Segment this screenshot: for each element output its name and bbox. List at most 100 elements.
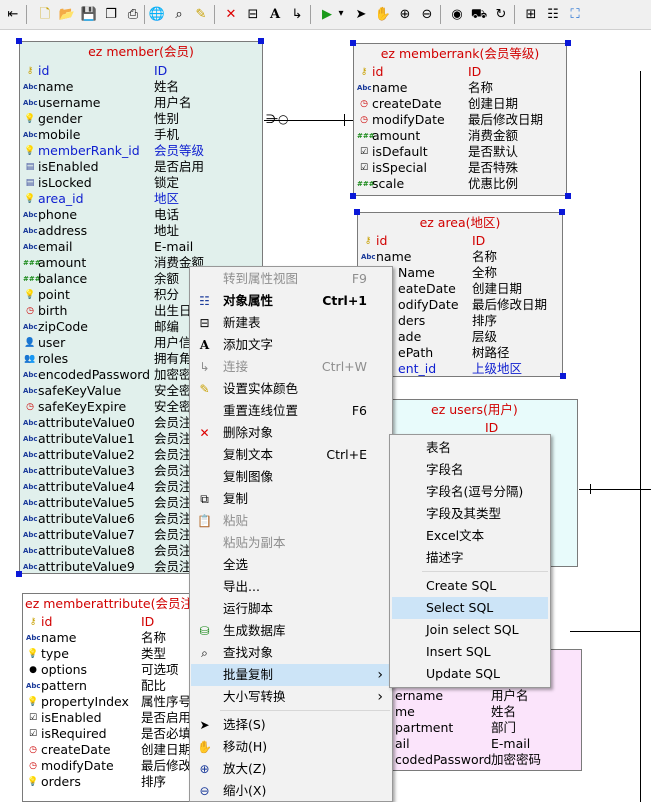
properties-icon[interactable]: ☷ — [547, 6, 559, 22]
menu-item-删除对象[interactable]: ✕删除对象 — [191, 422, 391, 444]
selection-handle[interactable] — [559, 209, 565, 215]
dropdown-icon[interactable]: ▾ — [338, 8, 344, 19]
submenu-item-Insert-SQL[interactable]: Insert SQL — [392, 641, 548, 663]
menu-item-选择-S[interactable]: ➤选择(S) — [191, 714, 391, 736]
print-icon[interactable]: ⎙ — [127, 6, 139, 22]
submenu-item-字段及其类型[interactable]: 字段及其类型 — [392, 503, 548, 525]
eye-icon[interactable]: ◉ — [451, 6, 463, 22]
new-icon[interactable]: 🗋 — [39, 6, 51, 22]
delete-icon[interactable]: ✕ — [225, 6, 237, 22]
add-table-icon[interactable]: ⊞ — [525, 6, 537, 22]
menu-item-缩小-X[interactable]: ⊖缩小(X) — [191, 780, 391, 802]
menu-item-复制[interactable]: ⧉复制 — [191, 488, 391, 510]
selection-handle[interactable] — [560, 373, 566, 379]
submenu-item-字段名-逗号分隔[interactable]: 字段名(逗号分隔) — [392, 481, 548, 503]
fit-window-icon[interactable]: ⛶ — [570, 6, 580, 22]
selection-handle[interactable] — [350, 193, 356, 199]
menu-item-批量复制[interactable]: 批量复制› — [191, 664, 391, 686]
car-icon[interactable]: ⛟ — [470, 6, 488, 22]
submenu-item-表名[interactable]: 表名 — [392, 437, 548, 459]
open-icon[interactable]: 📂 — [58, 6, 76, 22]
submenu-item-Create-SQL[interactable]: Create SQL — [392, 575, 548, 597]
selection-handle[interactable] — [565, 40, 571, 46]
submenu-item-Join-select-SQL[interactable]: Join select SQL — [392, 619, 548, 641]
text-icon[interactable]: A — [269, 6, 281, 22]
menu-item-运行脚本[interactable]: 运行脚本 — [191, 598, 391, 620]
menu-item-查找对象[interactable]: ⌕查找对象 — [191, 642, 391, 664]
menu-item-生成数据库[interactable]: ⛁生成数据库 — [191, 620, 391, 642]
submenu-item-描述字[interactable]: 描述字 — [392, 547, 548, 569]
table-row[interactable]: ID — [391, 420, 577, 436]
selection-handle[interactable] — [565, 193, 571, 199]
pointer-icon[interactable]: ➤ — [355, 6, 367, 22]
hand-icon[interactable]: ✋ — [374, 6, 392, 22]
zoom-out-icon[interactable]: ⊖ — [421, 6, 433, 22]
selection-handle[interactable] — [350, 40, 356, 46]
menu-item-粘贴为副本[interactable]: 粘贴为副本 — [191, 532, 391, 554]
connector-icon[interactable]: ↳ — [291, 6, 303, 22]
submenu-item-Select-SQL[interactable]: Select SQL — [392, 597, 548, 619]
submenu-item-Update-SQL[interactable]: Update SQL — [392, 663, 548, 685]
menu-item-全选[interactable]: 全选 — [191, 554, 391, 576]
highlighter-icon[interactable]: ✎ — [195, 6, 207, 22]
menu-item-导出[interactable]: 导出... — [191, 576, 391, 598]
run-icon[interactable]: ▶ — [322, 6, 332, 22]
globe-icon[interactable]: 🌐 — [148, 6, 166, 22]
save-icon[interactable]: 💾 — [80, 6, 98, 22]
zoom-in-icon[interactable]: ⊕ — [399, 6, 411, 22]
submenu-item-Excel文本[interactable]: Excel文本 — [392, 525, 548, 547]
menu-item-设置实体颜色[interactable]: ✎设置实体颜色 — [191, 378, 391, 400]
menu-item-复制图像[interactable]: 复制图像 — [191, 466, 391, 488]
copy-view-icon[interactable]: ❐ — [105, 6, 117, 22]
